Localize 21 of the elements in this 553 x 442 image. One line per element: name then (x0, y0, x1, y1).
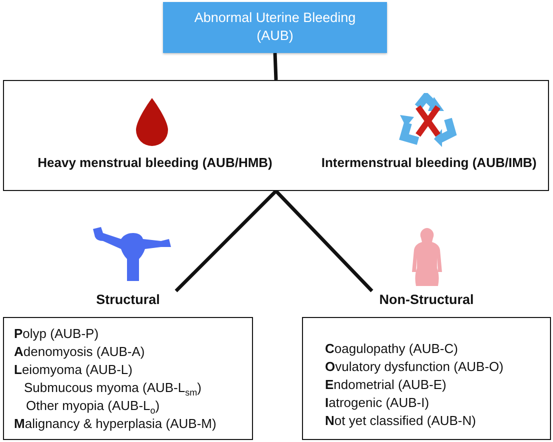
type-heading: Intermenstrual bleeding (AUB/IMB) (321, 155, 537, 170)
list-item: Other myopia (AUB-L$_{o}$) (26, 397, 160, 415)
list-item: Submucous myoma (AUB-L$_{sm}$) (24, 379, 202, 397)
connector-line (174, 190, 278, 292)
connector-line (274, 190, 374, 292)
list-item: Ovulatory dysfunction (AUB-O) (325, 358, 504, 376)
list-item: Adenomyosis (AUB-A) (14, 343, 145, 361)
list-item: Iatrogenic (AUB-I) (325, 394, 430, 412)
connector-line (273, 52, 278, 80)
list-item: Leiomyoma (AUB-L) (14, 361, 132, 379)
type-heading: Heavy menstrual bleeding (AUB/HMB) (38, 155, 272, 170)
category-box (163, 2, 387, 53)
box-title: Abnormal Uterine Bleeding (AUB) (193, 9, 357, 45)
category-box (3, 80, 549, 191)
list-item: Not yet classified (AUB-N) (325, 412, 476, 430)
category-heading: Non-Structural (379, 291, 474, 308)
category-heading: Structural (96, 291, 160, 308)
list-item: Polyp (AUB-P) (14, 325, 99, 343)
list-item: Malignancy & hyperplasia (AUB-M) (14, 415, 216, 433)
list-item: Endometrial (AUB-E) (325, 376, 446, 394)
list-item: Coagulopathy (AUB-C) (325, 340, 458, 358)
